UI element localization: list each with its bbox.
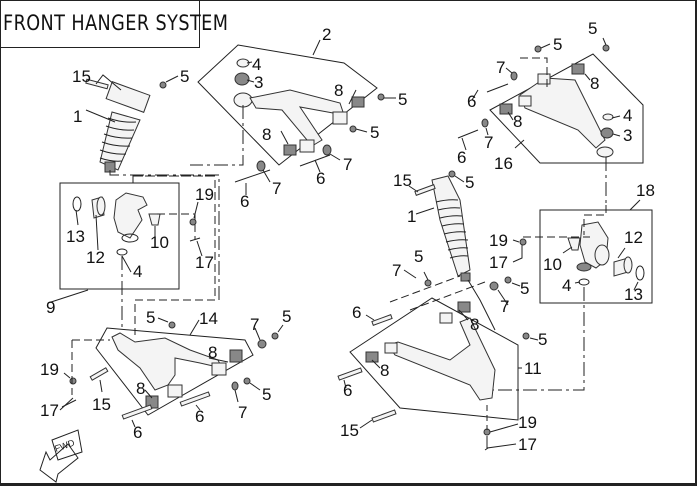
upper-arm-left (233, 58, 385, 183)
callout-10: 10 (150, 233, 169, 252)
callout-18: 18 (636, 181, 655, 200)
callout-17: 17 (40, 401, 59, 420)
callout-1: 1 (73, 107, 82, 126)
callout-12: 12 (624, 228, 643, 247)
callout-6: 6 (352, 303, 361, 322)
callout-8: 8 (136, 379, 145, 398)
callout-8: 8 (208, 343, 217, 362)
callout-15: 15 (340, 421, 359, 440)
callout-5: 5 (282, 307, 291, 326)
callout-7: 7 (500, 297, 509, 316)
callout-14: 14 (199, 309, 218, 328)
callout-13: 13 (66, 227, 85, 246)
knuckle-left (72, 192, 161, 256)
callout-11: 11 (524, 359, 542, 378)
callout-6: 6 (195, 407, 204, 426)
callout-15: 15 (393, 171, 412, 190)
callout-17: 17 (489, 253, 508, 272)
callout-5: 5 (370, 123, 379, 142)
callout-10: 10 (543, 255, 562, 274)
callout-16: 16 (494, 154, 513, 173)
callout-19: 19 (40, 360, 59, 379)
callout-19: 19 (489, 231, 508, 250)
callout-5: 5 (465, 173, 474, 192)
callout-7: 7 (238, 403, 247, 422)
callout-17: 17 (195, 253, 214, 272)
assembly-2-outline (197, 44, 378, 166)
callout-9: 9 (46, 298, 55, 317)
callout-6: 6 (343, 381, 352, 400)
callout-4: 4 (562, 276, 571, 295)
callout-7: 7 (250, 315, 259, 334)
callout-6: 6 (316, 169, 325, 188)
callout-5: 5 (262, 385, 271, 404)
assembly-16-outline (489, 53, 644, 164)
callout-6: 6 (457, 148, 466, 167)
callout-5: 5 (146, 308, 155, 327)
callout-13: 13 (624, 285, 643, 304)
callout-15: 15 (72, 67, 91, 86)
callout-7: 7 (343, 155, 352, 174)
callout-17: 17 (518, 435, 537, 454)
callout-3: 3 (254, 73, 263, 92)
callout-5: 5 (414, 247, 423, 266)
callout-15: 15 (92, 395, 111, 414)
callout-8: 8 (590, 74, 599, 93)
callout-8: 8 (470, 315, 479, 334)
upper-arm-right (457, 44, 614, 158)
callout-19: 19 (518, 413, 537, 432)
callout-8: 8 (513, 112, 522, 131)
assembly-9-outline (59, 182, 180, 290)
assembly-11-outline (349, 297, 519, 421)
callout-8: 8 (380, 361, 389, 380)
callout-5: 5 (398, 90, 407, 109)
callout-2: 2 (322, 25, 331, 44)
callout-4: 4 (623, 106, 632, 125)
callout-5: 5 (180, 67, 189, 86)
callout-7: 7 (272, 179, 281, 198)
assembly-18-outline (539, 209, 653, 304)
title-box: FRONT HANGER SYSTEM (0, 0, 228, 48)
callout-5: 5 (553, 35, 562, 54)
diagram-title: FRONT HANGER SYSTEM (3, 11, 229, 35)
right-shock-absorber (414, 170, 471, 282)
callout-6: 6 (133, 423, 142, 442)
lower-arm-right (337, 276, 530, 436)
callout-8: 8 (262, 125, 271, 144)
callout-3: 3 (623, 126, 632, 145)
callout-6: 6 (467, 92, 476, 111)
fwd-arrow-icon: FWD (39, 429, 83, 483)
callout-5: 5 (588, 19, 597, 38)
callout-8: 8 (334, 81, 343, 100)
callout-4: 4 (133, 262, 142, 281)
lower-arm-left (69, 321, 279, 420)
callout-5: 5 (538, 330, 547, 349)
callout-1: 1 (407, 207, 416, 226)
callout-5: 5 (520, 279, 529, 298)
callout-4: 4 (252, 55, 261, 74)
callout-7: 7 (392, 261, 401, 280)
callout-7: 7 (496, 58, 505, 77)
callout-6: 6 (240, 192, 249, 211)
left-shock-absorber (85, 78, 167, 173)
knuckle-right (567, 221, 645, 286)
assembly-14-outline (95, 327, 254, 416)
callout-19: 19 (195, 185, 214, 204)
callout-12: 12 (86, 248, 105, 267)
callout-7: 7 (484, 133, 493, 152)
